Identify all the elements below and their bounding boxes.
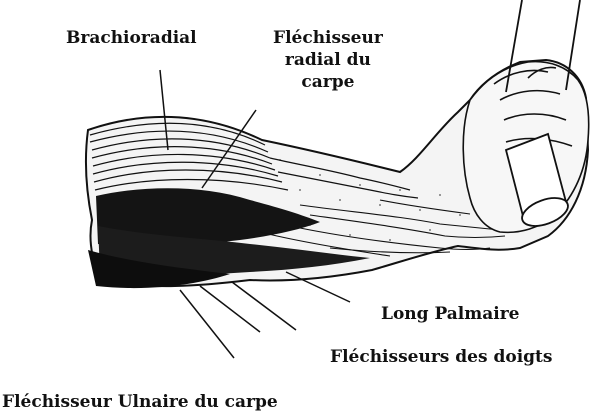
label-flechisseur-radial-du-carpe: Fléchisseur radial du carpe [273, 27, 383, 93]
label-flechisseur-radial-line3: carpe [273, 71, 383, 93]
leader-flechisseurs-doigts-2 [200, 286, 260, 332]
label-flechisseurs-des-doigts: Fléchisseurs des doigts [330, 346, 552, 368]
label-long-palmaire: Long Palmaire [381, 303, 520, 325]
leader-flechisseur-ulnaire [180, 290, 234, 358]
leader-flechisseurs-doigts-1 [232, 282, 296, 330]
label-flechisseur-radial-line2: radial du [273, 49, 383, 71]
label-flechisseur-radial-line1: Fléchisseur [273, 27, 383, 49]
label-brachioradial: Brachioradial [66, 27, 197, 49]
label-flechisseur-ulnaire-du-carpe: Fléchisseur Ulnaire du carpe [2, 391, 278, 413]
